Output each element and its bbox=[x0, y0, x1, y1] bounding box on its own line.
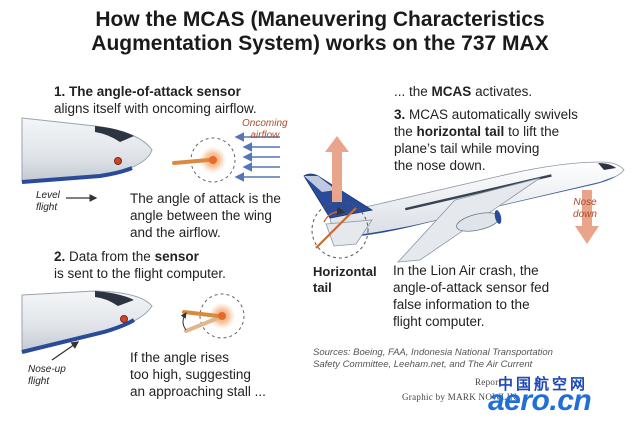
nose-down-arrow bbox=[575, 190, 599, 244]
step-3-text: 3. MCAS automatically swivels the horizo… bbox=[394, 107, 578, 173]
level-flight-label: Level flight bbox=[36, 190, 60, 213]
step-2-heading: sensor bbox=[154, 249, 199, 264]
lion-air-caption: In the Lion Air crash, the angle-of-atta… bbox=[393, 263, 550, 329]
step-2-number: 2. bbox=[54, 249, 66, 264]
nose-down-label: Nose down bbox=[573, 197, 597, 220]
mcas-activates-text: ... the MCAS activates. bbox=[394, 84, 533, 99]
horizontal-tail-emphasis: horizontal tail bbox=[416, 124, 505, 139]
title-line-1: How the MCAS (Maneuvering Characteristic… bbox=[95, 8, 545, 31]
level-flight-nose bbox=[21, 117, 153, 184]
aoa-sensor-marker-2 bbox=[120, 315, 128, 323]
step-1-text: 1. The angle-of-attack sensor aligns its… bbox=[54, 83, 294, 117]
watermark-chinese: 中国航空网 bbox=[498, 376, 589, 393]
reporting-credit: Report bbox=[475, 377, 502, 387]
stall-caption: If the angle rises too high, suggesting … bbox=[130, 350, 266, 399]
oncoming-airflow-label: Oncoming airflow bbox=[242, 118, 288, 141]
graphic-credit: Graphic by MARK NOWLIN bbox=[402, 392, 517, 402]
angle-of-attack-caption: The angle of attack is the angle between… bbox=[130, 191, 281, 240]
tail-lift-up-arrow bbox=[325, 136, 349, 202]
title-line-2: Augmentation System) works on the 737 MA… bbox=[91, 32, 549, 55]
step-1-body: aligns itself with oncoming airflow. bbox=[54, 101, 257, 116]
horizontal-tail-highlight bbox=[311, 201, 369, 259]
watermark-aero-cn: aero.cn bbox=[488, 384, 592, 417]
nose-up-flight-label: Nose-up flight bbox=[28, 364, 66, 387]
aoa-sensor-detail-noseup bbox=[180, 293, 245, 339]
horizontal-tail-label: Horizontal tail bbox=[313, 264, 377, 295]
aoa-sensor-detail-level bbox=[172, 137, 236, 183]
diagram-title: How the MCAS (Maneuvering Characteristic… bbox=[0, 8, 640, 56]
nose-up-flight-nose bbox=[21, 290, 153, 354]
boeing-737-max-aircraft bbox=[303, 161, 625, 263]
step-1-number: 1. bbox=[54, 84, 66, 99]
step-3-number: 3. bbox=[394, 107, 406, 122]
step-1-heading: The angle-of-attack sensor bbox=[69, 84, 241, 99]
step-2-body: is sent to the flight computer. bbox=[54, 266, 226, 281]
step-2-text: 2. Data from the sensor is sent to the f… bbox=[54, 248, 294, 282]
sources-note: Sources: Boeing, FAA, Indonesia National… bbox=[313, 347, 553, 370]
aoa-sensor-marker bbox=[114, 157, 122, 165]
nose-up-arrow bbox=[51, 341, 80, 361]
airflow-arrows-level bbox=[234, 132, 280, 182]
